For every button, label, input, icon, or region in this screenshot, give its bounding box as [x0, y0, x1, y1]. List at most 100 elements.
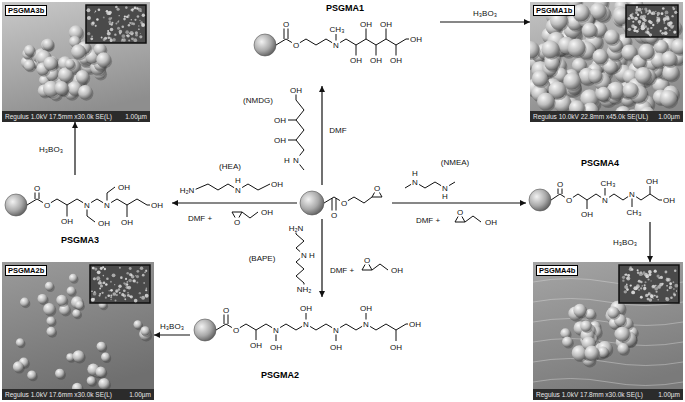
inset-texture [91, 298, 94, 301]
inset-texture [92, 267, 95, 270]
atom-label: O [222, 306, 230, 315]
inset-texture [115, 300, 117, 302]
atom-label: CH₃ [600, 179, 617, 188]
particle [638, 44, 654, 60]
bond-line [650, 186, 651, 194]
atom-label: O [556, 180, 564, 189]
inset-texture [666, 285, 668, 287]
atom-label: CH₃ [329, 25, 346, 34]
inset-texture [143, 282, 145, 284]
inset-texture [126, 281, 128, 283]
inset-texture [114, 33, 116, 35]
atom-label: OH [390, 266, 404, 275]
arrow-head [72, 122, 78, 128]
bond-line [242, 212, 258, 218]
sem-micrograph [2, 2, 150, 122]
inset-texture [652, 27, 653, 28]
inset-texture [654, 295, 656, 297]
atom-label: OH [117, 183, 131, 192]
reagent-label: H₃BO₃ [38, 144, 64, 153]
inset-texture [140, 21, 143, 24]
polymer-bead [5, 194, 27, 216]
inset-texture [641, 11, 643, 13]
compound-name: PSGMA4 [581, 158, 619, 169]
inset-texture [96, 276, 100, 280]
inset-texture [105, 283, 108, 286]
inset-texture [647, 13, 649, 15]
inset-texture [145, 270, 147, 272]
inset-texture [103, 16, 105, 18]
inset-texture [654, 287, 658, 291]
inset-texture [110, 296, 112, 298]
inset-texture [650, 294, 653, 297]
inset-texture [140, 297, 142, 299]
inset-texture [665, 14, 667, 16]
inset-texture [139, 35, 142, 38]
reagent-label: DMF + [187, 214, 213, 223]
atom-label: O [565, 196, 573, 205]
inset-texture [128, 39, 130, 41]
product-structure: PSGMA3 [4, 175, 169, 250]
inset-texture [656, 295, 659, 298]
inset-texture [138, 8, 142, 12]
atom-label: OH [409, 35, 423, 44]
bond-line [224, 314, 225, 324]
sem-image-panel: PSGMA4bRegulus 1.0kV 17.8mm x30.0k SE(L)… [533, 262, 683, 400]
inset-texture [99, 287, 101, 289]
instrument-settings: Regulus 1.0kV 17.6mm x30.0k SE(L) [5, 391, 112, 398]
inset-texture [126, 15, 129, 18]
inset-texture [637, 14, 639, 16]
arrow-head [172, 200, 178, 206]
instrument-settings: Regulus 1.0kV 17.8mm x30.0k SE(L) [536, 391, 643, 398]
inset-texture [93, 292, 97, 296]
inset-texture [669, 29, 671, 31]
atom-label: OH [369, 56, 383, 65]
atom-label: OH [349, 56, 363, 65]
particle [45, 282, 54, 291]
inset-texture [134, 299, 138, 303]
atom-label: OH [273, 136, 287, 145]
reagent-label: DMF + [329, 266, 355, 275]
sem-background [530, 2, 683, 122]
inset-texture [642, 285, 643, 286]
reagent-label: DMF [328, 126, 347, 135]
sem-background [2, 262, 154, 400]
reaction-arrow [321, 86, 322, 185]
inset-texture [669, 286, 672, 289]
atom-label: N [332, 41, 340, 50]
inset-image [619, 265, 679, 303]
particle [573, 304, 586, 317]
atom-label: OH [269, 343, 283, 352]
inset-texture [640, 271, 643, 274]
inset-texture [95, 25, 97, 27]
inset-texture [658, 277, 660, 279]
inset-texture [107, 294, 110, 297]
atom-label: N [292, 156, 300, 165]
particle [662, 51, 677, 66]
inset-texture [105, 37, 107, 39]
inset-texture [633, 29, 636, 32]
inset-texture [112, 38, 116, 42]
sem-info-bar [2, 389, 154, 400]
atom-label: OH [260, 208, 274, 217]
inset-texture [97, 270, 101, 274]
inset-texture [117, 8, 120, 11]
inset-texture [133, 38, 137, 42]
inset-texture [145, 270, 147, 272]
inset-texture [638, 289, 639, 290]
inset-texture [145, 294, 149, 298]
inset-texture [674, 284, 678, 288]
bond-line [386, 28, 387, 39]
compound-name: PSGMA2 [261, 370, 299, 381]
particle [623, 82, 639, 98]
atom-label: OH [408, 320, 422, 329]
inset-texture [106, 277, 109, 280]
atom-label: O [363, 256, 371, 265]
inset-texture [125, 30, 129, 34]
inset-texture [96, 18, 99, 21]
inset-image [626, 5, 678, 37]
bond-line [67, 205, 68, 217]
inset-texture [130, 31, 134, 35]
inset-texture [106, 10, 109, 13]
inset-texture [632, 21, 634, 23]
